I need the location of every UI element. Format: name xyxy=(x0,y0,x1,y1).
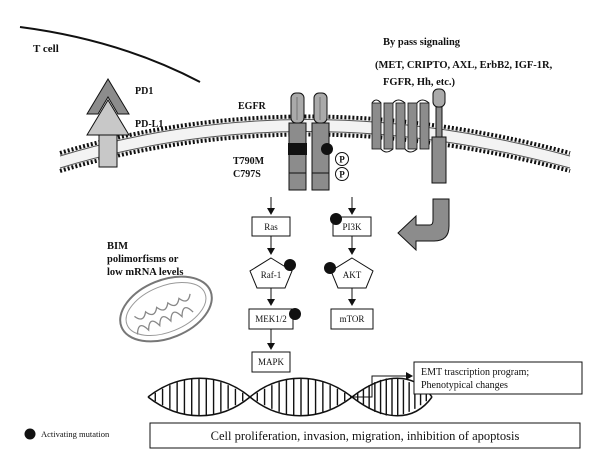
svg-text:P: P xyxy=(339,155,345,165)
pdl1-ligand xyxy=(86,99,130,168)
svg-text:PI3K: PI3K xyxy=(342,222,362,232)
egfr-activating-mutation-dot xyxy=(290,143,302,155)
bypass-list-line-1: (MET, CRIPTO, AXL, ErbB2, IGF-1R, xyxy=(375,60,553,71)
bim-label-line-1: BIM xyxy=(107,241,128,252)
egfr-receptor xyxy=(288,92,330,191)
legend-activating-mutation-dot xyxy=(24,428,36,440)
node-mek: MEK1/2 xyxy=(248,308,294,330)
raf1-activating-mutation-dot xyxy=(284,259,296,271)
proliferation-outcome-box: Cell proliferation, invasion, migration,… xyxy=(149,422,581,449)
mek-activating-mutation-dot xyxy=(289,308,301,320)
mutation-label-t790m: T790M xyxy=(233,156,265,167)
egfr-activating-mutation-dot-2 xyxy=(321,143,333,155)
node-mapk: MAPK xyxy=(251,351,291,373)
svg-text:mTOR: mTOR xyxy=(340,314,365,324)
phosphate-2: P xyxy=(335,167,349,181)
bypass-title: By pass signaling xyxy=(383,37,461,48)
emt-arrow xyxy=(350,372,413,398)
phosphate-1: P xyxy=(335,152,349,166)
svg-text:MEK1/2: MEK1/2 xyxy=(255,314,287,324)
svg-text:MAPK: MAPK xyxy=(258,357,285,367)
svg-text:Ras: Ras xyxy=(264,222,278,232)
svg-text:AKT: AKT xyxy=(343,270,362,280)
node-mtor: mTOR xyxy=(330,308,374,330)
egfr-label: EGFR xyxy=(238,101,267,112)
bypass-arrow xyxy=(397,198,450,252)
svg-text:Phenotypical changes: Phenotypical changes xyxy=(421,380,508,391)
pdl1-label: PD-L1 xyxy=(135,119,163,130)
bim-label-line-3: low mRNA levels xyxy=(107,267,183,278)
svg-text:Cell proliferation, invasion,: Cell proliferation, invasion, migration,… xyxy=(211,429,520,443)
bypass-receptor xyxy=(371,99,430,153)
pathway-arrows xyxy=(267,197,356,350)
pd1-label: PD1 xyxy=(135,86,153,97)
bim-label-line-2: polimorfisms or xyxy=(107,254,179,265)
emt-outcome-box: EMT trascription program; Phenotypical c… xyxy=(413,361,583,395)
node-pi3k: PI3K xyxy=(332,216,372,237)
mutation-label-c797s: C797S xyxy=(233,169,261,180)
legend-activating-mutation-label: Activating mutation xyxy=(41,429,110,439)
t-cell-label: T cell xyxy=(33,43,59,55)
akt-activating-mutation-dot xyxy=(324,262,336,274)
node-ras: Ras xyxy=(251,216,291,237)
svg-text:P: P xyxy=(339,170,345,180)
t-cell-membrane xyxy=(19,26,201,83)
bypass-single-receptor xyxy=(431,88,447,184)
svg-text:Raf-1: Raf-1 xyxy=(261,270,282,280)
pi3k-activating-mutation-dot xyxy=(330,213,342,225)
svg-text:EMT trascription program;: EMT trascription program; xyxy=(421,367,529,378)
node-akt: AKT xyxy=(330,257,374,289)
dna-helix xyxy=(147,377,433,417)
bypass-list-line-2: FGFR, Hh, etc.) xyxy=(383,77,456,88)
pd1-receptor xyxy=(86,78,130,115)
mitochondrion xyxy=(119,275,213,343)
